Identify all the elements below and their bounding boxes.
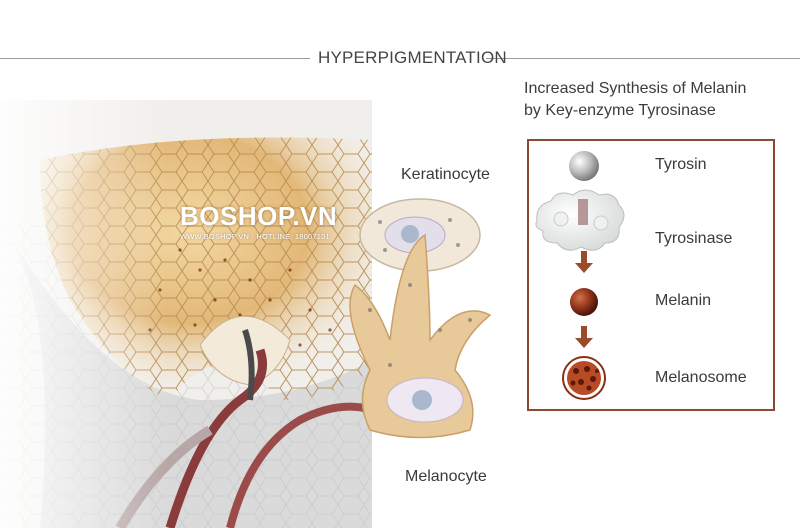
subtitle-line1: Increased Synthesis of Melanin	[524, 80, 747, 97]
arrow-down-icon	[575, 326, 593, 348]
watermark-brand: BOSHOP.VN	[180, 201, 338, 231]
subtitle-line2: by Key-enzyme Tyrosinase	[524, 102, 716, 119]
melanocyte-cell	[349, 233, 492, 439]
tyrosinase-enzyme-icon	[535, 189, 625, 251]
legend-icons	[535, 151, 625, 400]
cells-illustration	[349, 198, 492, 439]
skin-cross-section-illustration	[0, 100, 374, 528]
legend-label-melanosome: Melanosome	[655, 369, 747, 386]
header-rule-left	[0, 58, 310, 59]
header-rule-right	[486, 58, 800, 59]
keratinocyte-label: Keratinocyte	[401, 166, 490, 183]
tyrosin-sphere-icon	[569, 151, 599, 181]
melanosome-icon	[562, 356, 606, 400]
legend-label-melanin: Melanin	[655, 292, 712, 309]
keratinocyte-cell	[359, 198, 481, 272]
watermark-subline: WWW.BOSHOP.VN - HOTLINE: 18007101	[180, 232, 330, 241]
melanocyte-label: Melanocyte	[405, 468, 487, 485]
melanin-sphere-icon	[570, 288, 598, 316]
arrow-down-icon	[575, 251, 593, 273]
page-title: HYPERPIGMENTATION	[318, 48, 507, 67]
legend-label-tyrosinase: Tyrosinase	[655, 230, 733, 247]
legend-label-tyrosin: Tyrosin	[655, 156, 707, 173]
